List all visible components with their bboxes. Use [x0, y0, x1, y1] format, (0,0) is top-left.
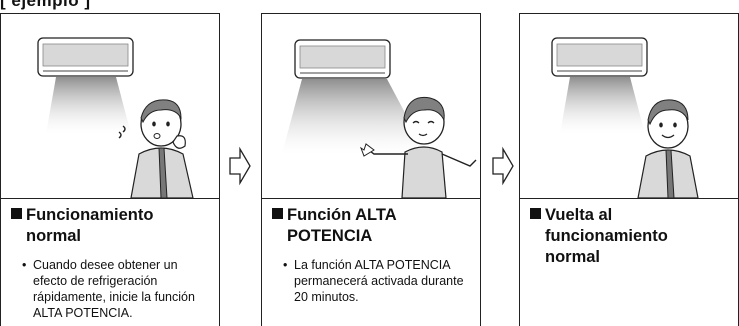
caption-high-power: Función ALTA POTENCIA La función ALTA PO… — [272, 205, 472, 305]
title-line-2: POTENCIA — [287, 227, 373, 245]
scene-high-power — [282, 39, 477, 198]
right-arrow-icon — [492, 146, 514, 186]
panel-divider — [520, 198, 738, 199]
black-square-icon — [530, 208, 541, 219]
panel-high-power: Función ALTA POTENCIA La función ALTA PO… — [261, 13, 481, 326]
cool-airflow — [560, 77, 645, 134]
caption-bullet: Cuando desee obtener un efecto de refrig… — [11, 257, 213, 321]
caption-title: Vuelta al funcionamiento normal — [530, 205, 730, 268]
panel-divider — [1, 198, 219, 199]
air-conditioner-icon — [37, 37, 134, 77]
caption-title: Función ALTA POTENCIA — [272, 205, 472, 247]
scene-return-normal — [551, 37, 699, 198]
air-conditioner-icon — [551, 37, 648, 77]
caption-return-normal: Vuelta al funcionamiento normal — [530, 205, 730, 268]
example-header: [ ejemplo ] — [0, 0, 91, 10]
caption-title: Funcionamiento normal — [11, 205, 211, 247]
title-line-2: funcionamiento — [545, 227, 668, 245]
caption-normal-operation: Funcionamiento normal Cuando desee obten… — [11, 205, 211, 321]
panel-normal-operation: Funcionamiento normal Cuando desee obten… — [0, 13, 220, 326]
person-comfortable-smiling — [637, 99, 699, 198]
right-arrow-icon — [229, 146, 251, 186]
title-line-2: normal — [26, 227, 82, 245]
black-square-icon — [11, 208, 22, 219]
title-line-1: Funcionamiento — [26, 206, 154, 224]
panel-return-normal: Vuelta al funcionamiento normal — [519, 13, 739, 326]
black-square-icon — [272, 208, 283, 219]
panel-divider — [262, 198, 480, 199]
person-hot-fanning — [118, 99, 194, 198]
title-line-1: Vuelta al — [545, 206, 613, 224]
caption-bullet: La función ALTA POTENCIA permanecerá act… — [272, 257, 474, 305]
title-line-3: normal — [545, 248, 601, 266]
title-line-1: Función ALTA — [287, 206, 397, 224]
scene-normal-operation — [37, 37, 194, 198]
cool-airflow — [46, 77, 131, 134]
strong-cool-airflow — [282, 79, 427, 154]
air-conditioner-icon — [294, 39, 391, 79]
person-enjoying-cool-air — [359, 96, 477, 198]
